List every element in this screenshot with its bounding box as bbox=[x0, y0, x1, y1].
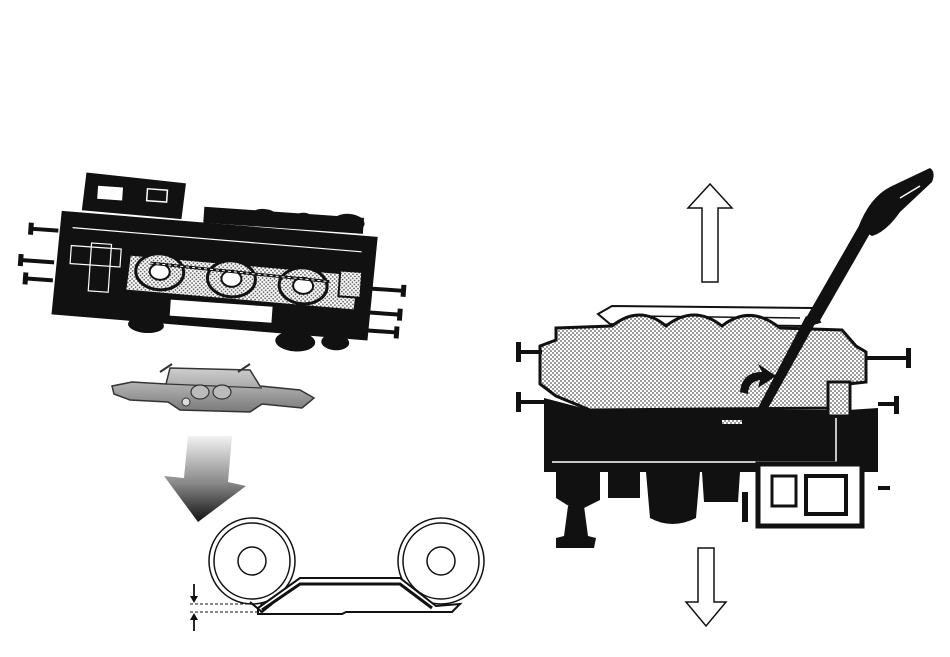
gap-up-arrow-icon bbox=[190, 613, 198, 631]
lift-down-arrow-icon bbox=[686, 548, 726, 626]
locomotive-body-removal bbox=[516, 168, 934, 548]
tank-locomotive bbox=[13, 168, 412, 359]
wheelset-diagram bbox=[190, 518, 484, 614]
gap-down-arrow-icon bbox=[190, 584, 198, 603]
pickup-clip bbox=[112, 364, 314, 412]
shaded-down-arrow-icon bbox=[164, 436, 246, 522]
lift-up-arrow-icon bbox=[688, 184, 732, 282]
